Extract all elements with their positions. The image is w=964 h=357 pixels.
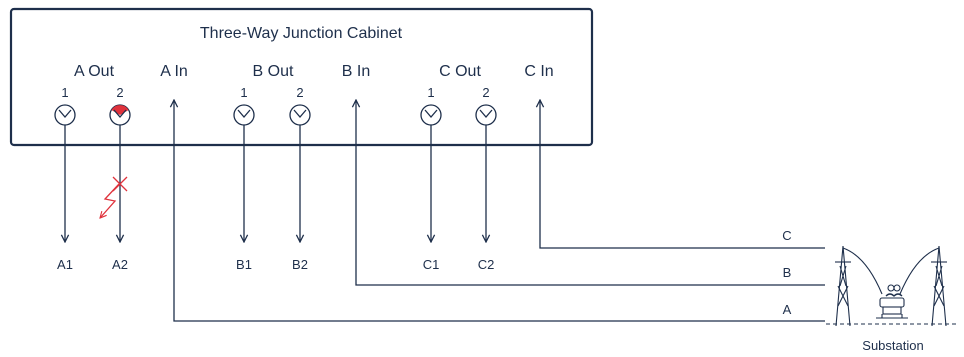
switch-c1-number: 1	[427, 85, 434, 100]
substation-icon	[826, 245, 956, 327]
section-c-in: C In	[524, 63, 553, 80]
output-label-a1: A1	[57, 257, 73, 272]
feeder-line-b	[356, 100, 825, 286]
substation-label: Substation	[862, 338, 923, 353]
feeder-label-c: C	[782, 228, 791, 243]
feeder-line-c	[540, 100, 825, 249]
switch-b2-icon	[289, 104, 311, 126]
section-a-in: A In	[160, 63, 188, 80]
feeder-line-a	[174, 100, 825, 322]
switch-a1-number: 1	[61, 85, 68, 100]
section-c-out: C Out	[439, 63, 481, 80]
feeder-label-a: A	[783, 302, 792, 317]
switch-a1-icon	[54, 104, 76, 126]
switch-b1-icon	[233, 104, 255, 126]
cabinet-box	[9, 7, 594, 147]
switch-c2-number: 2	[482, 85, 489, 100]
cabinet-title: Three-Way Junction Cabinet	[200, 25, 403, 42]
switch-c1-icon	[420, 104, 442, 126]
output-label-c1: C1	[423, 257, 440, 272]
section-b-out: B Out	[253, 63, 294, 80]
section-b-in: B In	[342, 63, 370, 80]
section-a-out: A Out	[74, 63, 115, 80]
feeder-label-b: B	[783, 265, 792, 280]
switch-c2-icon	[475, 104, 497, 126]
switch-a2-faulted-icon	[109, 104, 131, 126]
output-label-b2: B2	[292, 257, 308, 272]
fault-icon	[100, 176, 128, 218]
output-label-b1: B1	[236, 257, 252, 272]
switch-a2-number: 2	[116, 85, 123, 100]
switch-b1-number: 1	[240, 85, 247, 100]
output-label-a2: A2	[112, 257, 128, 272]
switch-b2-number: 2	[296, 85, 303, 100]
output-label-c2: C2	[478, 257, 495, 272]
